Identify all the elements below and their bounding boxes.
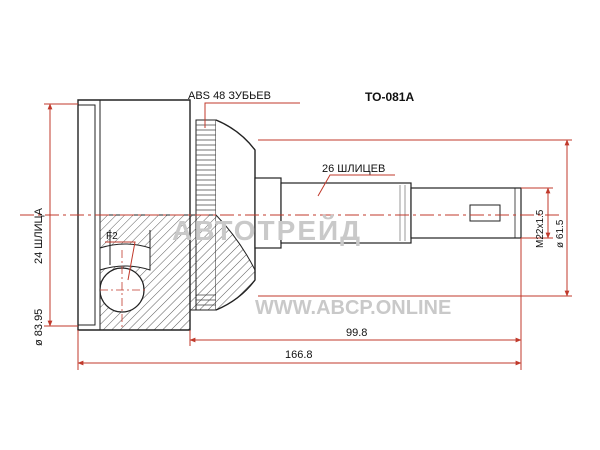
brand-watermark: АВТОТРЕЙД bbox=[172, 214, 362, 246]
stem-diameter-label: ø 61.5 bbox=[555, 219, 566, 248]
length-stem-label: 99.8 bbox=[346, 327, 367, 339]
f2-label: F2 bbox=[106, 231, 118, 242]
abs-teeth-label: ABS 48 ЗУБЬЕВ bbox=[188, 90, 271, 102]
shaft bbox=[254, 177, 522, 249]
shaft-splines-label: 26 ШЛИЦЕВ bbox=[322, 163, 385, 175]
site-watermark: WWW.ABCP.ONLINE bbox=[255, 297, 451, 319]
abs-teeth bbox=[196, 124, 216, 306]
length-total-label: 166.8 bbox=[285, 349, 313, 361]
thread-label: M22x1.5 bbox=[535, 209, 546, 248]
dimension-lines bbox=[44, 102, 572, 370]
part-number: TO-081A bbox=[365, 90, 414, 104]
outer-diameter-label: ø 83.95 bbox=[33, 309, 45, 346]
outer-splines-label: 24 ШЛИЦА bbox=[33, 207, 45, 264]
joint-housing bbox=[77, 99, 256, 331]
